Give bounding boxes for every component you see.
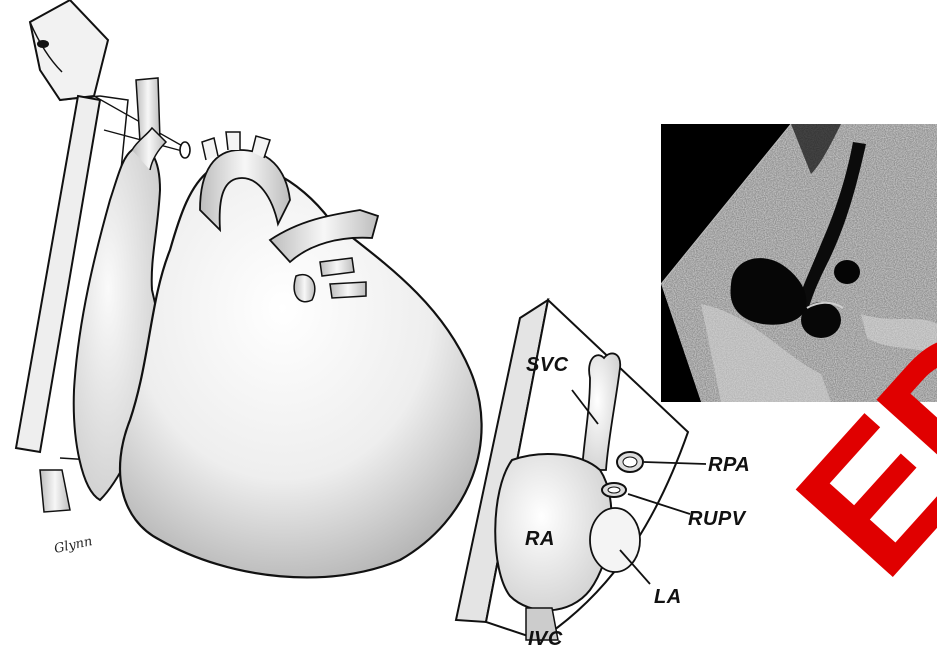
label-svc: SVC [526, 354, 569, 377]
label-ra: RA [525, 528, 555, 551]
label-rupv: RUPV [688, 508, 746, 531]
label-ivc: IVC [528, 628, 563, 651]
label-rpa: RPA [708, 454, 750, 477]
echo-image [661, 124, 937, 402]
la-shape [590, 508, 640, 572]
label-la: LA [654, 586, 682, 609]
